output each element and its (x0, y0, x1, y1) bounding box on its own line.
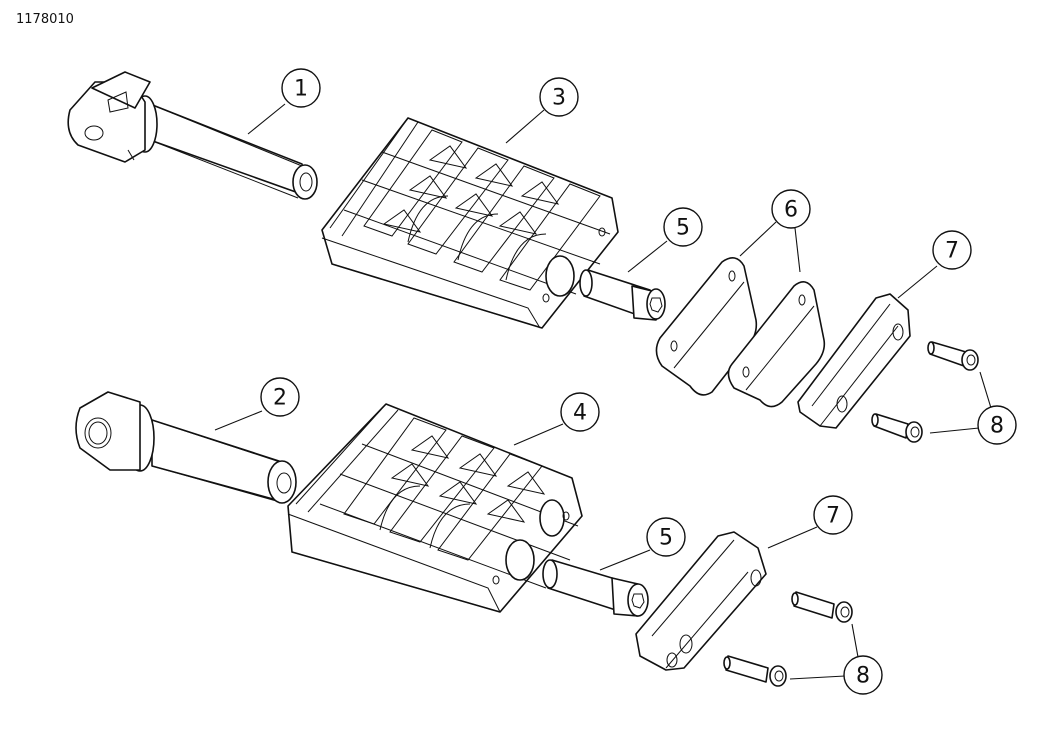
callout-7-lower-label: 7 (826, 504, 840, 529)
callout-4-label: 4 (573, 401, 587, 426)
callout-8-lower: 8 (843, 655, 883, 695)
callout-3-label: 3 (552, 86, 566, 111)
part-8-screw-2 (871, 413, 923, 443)
part-8-screw-4 (723, 655, 787, 687)
callout-1-label: 1 (294, 77, 308, 102)
callout-7-upper: 7 (932, 230, 972, 270)
callout-5-upper-label: 5 (676, 216, 690, 241)
callout-8-upper-label: 8 (990, 414, 1004, 439)
part-6-spacer-plates (655, 257, 826, 408)
part-1-clevis-footpeg (67, 71, 318, 200)
part-5-pin-upper (579, 269, 666, 321)
part-8-screw-1 (927, 341, 979, 371)
callout-7-lower: 7 (813, 495, 853, 535)
callout-5-lower: 5 (646, 517, 686, 557)
callout-4: 4 (560, 392, 600, 432)
callout-8-lower-label: 8 (856, 664, 870, 689)
part-7-clamp-block-upper (797, 293, 911, 429)
part-7-clamp-block-lower (635, 531, 767, 671)
callout-2-label: 2 (273, 386, 287, 411)
drawing-number: 1178010 (16, 12, 74, 27)
callout-6: 6 (771, 189, 811, 229)
part-4-tread (287, 403, 583, 613)
callout-8-upper: 8 (977, 405, 1017, 445)
part-2-clevis-footpeg (75, 391, 297, 504)
part-3-tread (321, 117, 619, 329)
part-8-screw-3 (791, 591, 853, 623)
callout-6-label: 6 (784, 198, 798, 223)
callout-7-upper-label: 7 (945, 239, 959, 264)
part-5-pin-lower (542, 559, 649, 617)
callout-1: 1 (281, 68, 321, 108)
callout-2: 2 (260, 377, 300, 417)
callout-3: 3 (539, 77, 579, 117)
callout-5-lower-label: 5 (659, 526, 673, 551)
leader-lines (214, 103, 992, 680)
callout-5-upper: 5 (663, 207, 703, 247)
